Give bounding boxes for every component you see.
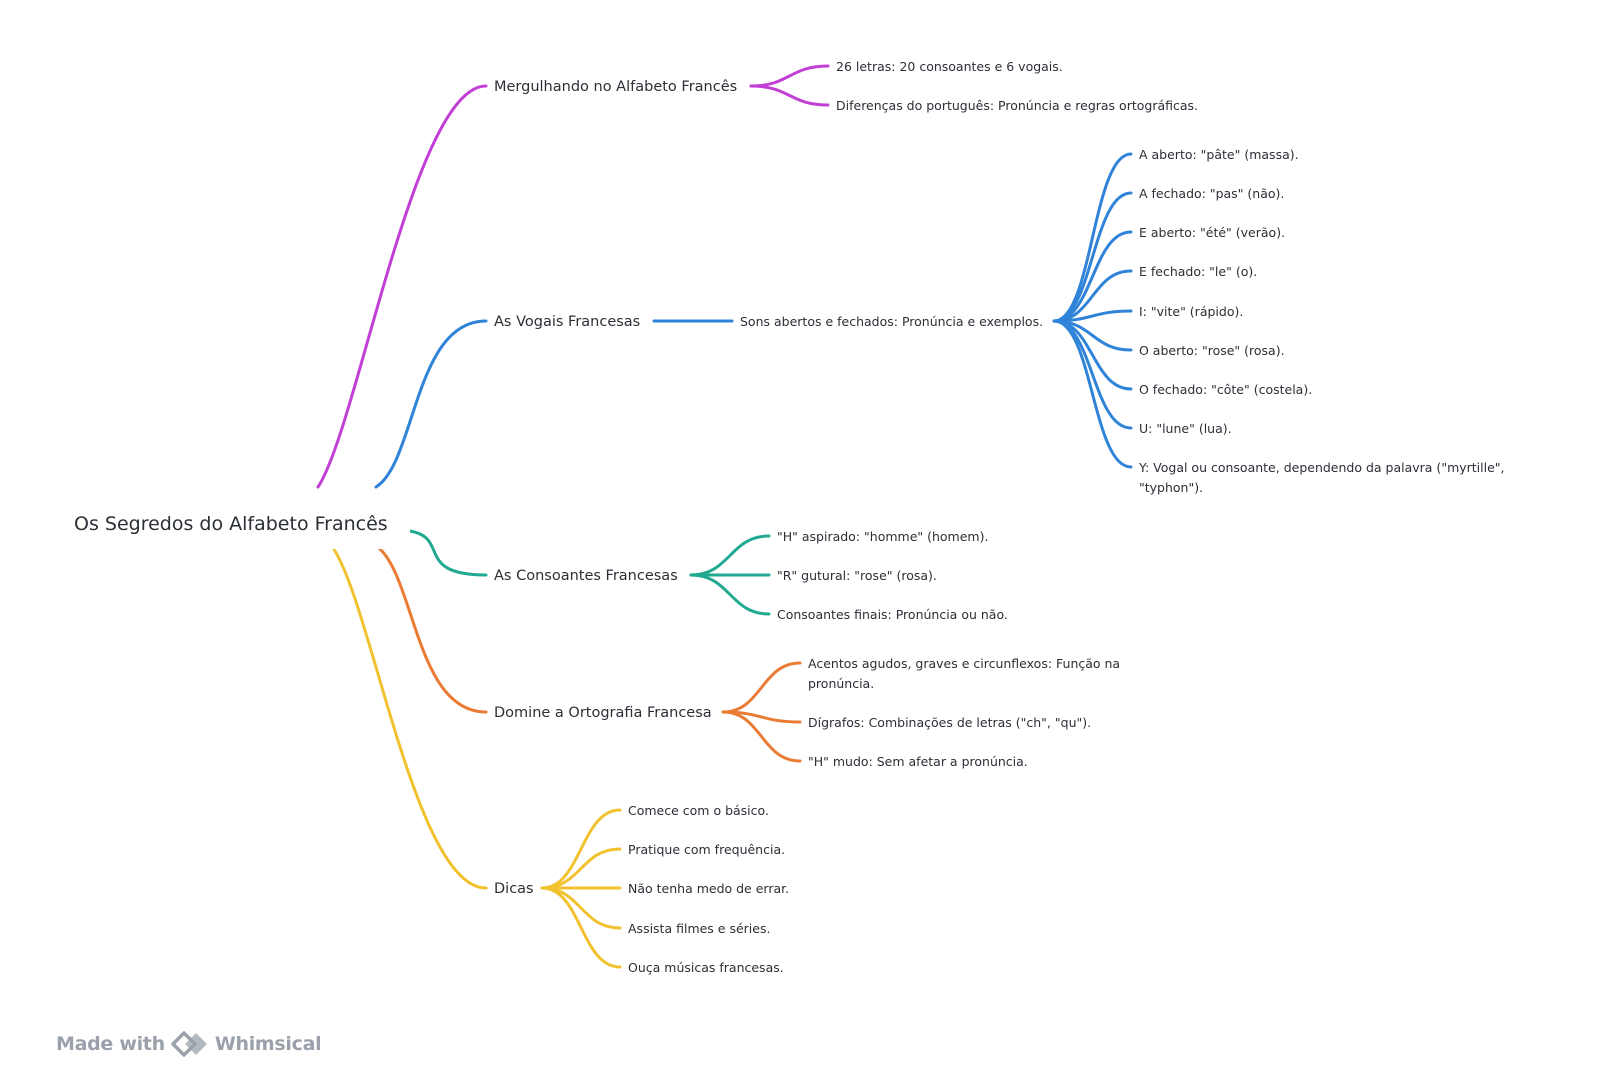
leaf-connector xyxy=(721,661,802,714)
root-branch-connector-1 xyxy=(316,84,488,489)
leaf-node-line: Comece com o básico. xyxy=(628,803,769,818)
leaf-node[interactable]: I: "vite" (rápido). xyxy=(1139,304,1243,319)
leaf-node[interactable]: Pratique com frequência. xyxy=(628,842,785,857)
made-with-whimsical-watermark[interactable]: Made with Whimsical xyxy=(56,1029,322,1059)
leaf-node-line: A aberto: "pâte" (massa). xyxy=(1139,147,1299,162)
leaf-connector xyxy=(689,534,771,577)
leaf-node-line: Consoantes finais: Pronúncia ou não. xyxy=(777,607,1008,622)
branch-node-1[interactable]: Mergulhando no Alfabeto Francês xyxy=(494,79,737,95)
middle-node[interactable]: Sons abertos e fechados: Pronúncia e exe… xyxy=(740,314,1043,329)
mind-map-nodes: Mergulhando no Alfabeto Francês 26 letras… xyxy=(494,59,1505,975)
leaf-connector xyxy=(1052,191,1133,323)
branch-node-3-line: As Consoantes Francesas xyxy=(494,568,678,584)
leaf-node-line: 26 letras: 20 consoantes e 6 vogais. xyxy=(836,59,1063,74)
leaf-node-line: Diferenças do português: Pronúncia e reg… xyxy=(836,98,1198,113)
leaf-connector xyxy=(689,573,771,616)
leaf-node-line: O aberto: "rose" (rosa). xyxy=(1139,343,1285,358)
branch-node-1-line: Mergulhando no Alfabeto Francês xyxy=(494,79,737,95)
leaf-node[interactable]: Comece com o básico. xyxy=(628,803,769,818)
root-branch-connector-2 xyxy=(374,319,488,489)
leaf-node[interactable]: Consoantes finais: Pronúncia ou não. xyxy=(777,607,1008,622)
leaf-connector xyxy=(749,84,830,107)
leaf-node[interactable]: Y: Vogal ou consoante, dependendo da pal… xyxy=(1138,460,1505,495)
leaf-node-line: Assista filmes e séries. xyxy=(628,921,770,936)
made-with-label: Made with xyxy=(56,1033,165,1055)
leaf-node[interactable]: O aberto: "rose" (rosa). xyxy=(1139,343,1285,358)
leaf-node-line: pronúncia. xyxy=(808,676,874,691)
leaf-node[interactable]: 26 letras: 20 consoantes e 6 vogais. xyxy=(836,59,1063,74)
connector-lines xyxy=(316,64,1133,969)
leaf-connector xyxy=(540,886,622,930)
leaf-node-line: I: "vite" (rápido). xyxy=(1139,304,1243,319)
branch-node-3[interactable]: As Consoantes Francesas xyxy=(494,568,678,584)
leaf-node-line: O fechado: "côte" (costela). xyxy=(1139,382,1312,397)
leaf-node-line: Pratique com frequência. xyxy=(628,842,785,857)
leaf-node-line: "H" aspirado: "homme" (homem). xyxy=(777,529,988,544)
branch-node-5[interactable]: Dicas xyxy=(494,881,534,897)
leaf-node-line: "H" mudo: Sem afetar a pronúncia. xyxy=(808,754,1028,769)
leaf-node[interactable]: Ouça músicas francesas. xyxy=(628,960,784,975)
leaf-node[interactable]: A fechado: "pas" (não). xyxy=(1139,186,1284,201)
branch-node-4-line: Domine a Ortografia Francesa xyxy=(494,705,712,721)
leaf-node-line: E aberto: "été" (verão). xyxy=(1139,225,1285,240)
root-node-label: Os Segredos do Alfabeto Francês xyxy=(74,513,388,535)
leaf-node[interactable]: "R" gutural: "rose" (rosa). xyxy=(777,568,937,583)
leaf-node-line: "typhon"). xyxy=(1139,480,1203,495)
leaf-node[interactable]: E aberto: "été" (verão). xyxy=(1139,225,1285,240)
branch-node-5-line: Dicas xyxy=(494,881,534,897)
leaf-node-line: A fechado: "pas" (não). xyxy=(1139,186,1284,201)
leaf-connector xyxy=(540,886,622,969)
leaf-node[interactable]: Assista filmes e séries. xyxy=(628,921,770,936)
branch-node-2-line: As Vogais Francesas xyxy=(494,314,640,330)
leaf-node[interactable]: O fechado: "côte" (costela). xyxy=(1139,382,1312,397)
branch-node-4[interactable]: Domine a Ortografia Francesa xyxy=(494,705,712,721)
leaf-node[interactable]: A aberto: "pâte" (massa). xyxy=(1139,147,1299,162)
whimsical-brand-label: Whimsical xyxy=(214,1033,322,1055)
branch-node-2[interactable]: As Vogais Francesas xyxy=(494,314,640,330)
leaf-node-line: E fechado: "le" (o). xyxy=(1139,264,1257,279)
leaf-node[interactable]: Diferenças do português: Pronúncia e reg… xyxy=(836,98,1198,113)
leaf-node-line: Y: Vogal ou consoante, dependendo da pal… xyxy=(1138,460,1505,475)
leaf-node-line: "R" gutural: "rose" (rosa). xyxy=(777,568,937,583)
middle-node-line: Sons abertos e fechados: Pronúncia e exe… xyxy=(740,314,1043,329)
leaf-node-line: Ouça músicas francesas. xyxy=(628,960,784,975)
leaf-node-line: Dígrafos: Combinações de letras ("ch", "… xyxy=(808,715,1091,730)
root-branch-connector-5 xyxy=(329,543,488,890)
leaf-node[interactable]: Não tenha medo de errar. xyxy=(628,881,789,896)
leaf-node[interactable]: "H" aspirado: "homme" (homem). xyxy=(777,529,988,544)
leaf-node[interactable]: Dígrafos: Combinações de letras ("ch", "… xyxy=(808,715,1091,730)
root-branch-connector-3 xyxy=(408,529,488,577)
leaf-node-line: Não tenha medo de errar. xyxy=(628,881,789,896)
leaf-connector xyxy=(749,64,830,88)
leaf-node[interactable]: Acentos agudos, graves e circunflexos: F… xyxy=(808,656,1120,691)
leaf-node[interactable]: E fechado: "le" (o). xyxy=(1139,264,1257,279)
leaf-node[interactable]: "H" mudo: Sem afetar a pronúncia. xyxy=(808,754,1028,769)
leaf-node-line: Acentos agudos, graves e circunflexos: F… xyxy=(808,656,1120,671)
leaf-connector xyxy=(540,808,622,890)
leaf-node-line: U: "lune" (lua). xyxy=(1139,421,1232,436)
leaf-connector xyxy=(540,847,622,890)
whimsical-logo-icon xyxy=(171,1029,209,1059)
leaf-connector xyxy=(1052,319,1133,469)
leaf-connector xyxy=(1052,230,1133,323)
leaf-node[interactable]: U: "lune" (lua). xyxy=(1139,421,1232,436)
leaf-connector xyxy=(721,710,802,763)
root-node-box[interactable] xyxy=(58,497,410,549)
root-branch-connector-4 xyxy=(373,543,488,714)
